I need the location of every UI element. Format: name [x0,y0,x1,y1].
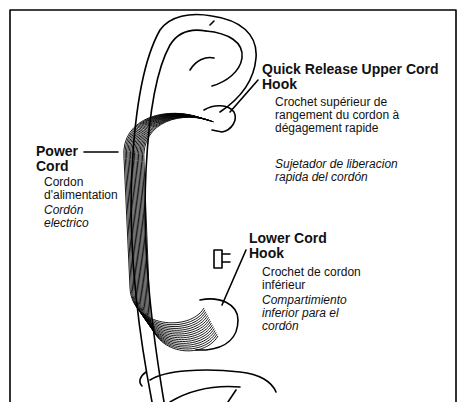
part-name: Quick Release Upper Cord Hook [262,62,452,91]
base-edge-2 [170,387,240,402]
cord-strand [140,116,215,345]
power-cord-coil [124,113,218,351]
grip [206,31,242,86]
base-edge [150,370,276,392]
cord-strand [144,117,218,351]
part-name-fr: Crochet de cordon inférieur [262,266,382,292]
grip-detail [190,58,214,71]
part-name-es: Cordón electrico [44,204,120,230]
part-name-es: Compartimiento inferior para el cordón [262,294,372,334]
handle-clip [140,372,146,386]
part-name: Lower Cord Hook [249,231,329,260]
base-mark [228,390,236,402]
grip-mark [210,21,214,25]
frame [10,10,456,402]
plug [214,250,230,268]
part-name-es: Sujetador de liberacion rapida del cordó… [275,158,425,184]
cord-strand [142,117,217,349]
leader-line [222,250,246,305]
part-name: Power Cord [36,144,88,173]
part-name-fr: Cordon d'alimentation [44,176,134,202]
leader-line [84,151,118,153]
leader-line [230,80,258,112]
handle-outline [131,15,256,402]
cord-strand [141,117,216,347]
upper-cord-hook [204,106,235,132]
part-name-fr: Crochet supérieur de rangement du cordon… [275,96,425,136]
